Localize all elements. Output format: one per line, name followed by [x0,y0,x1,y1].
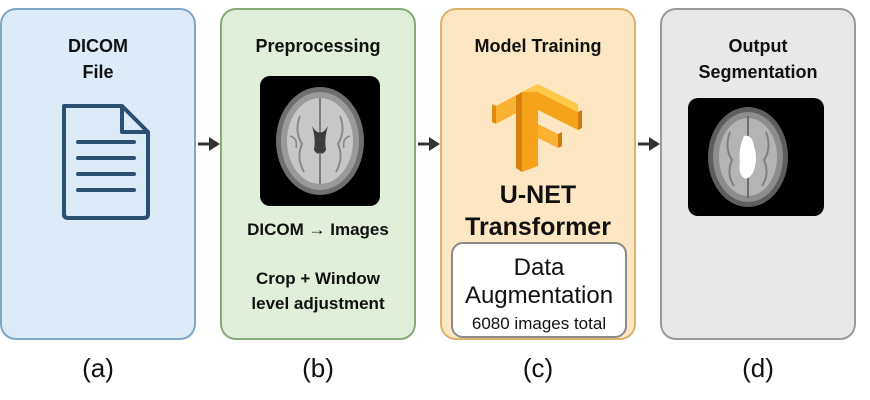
panel-dicom-file: DICOM File [0,8,196,340]
preprocessing-step-crop-line1: Crop + Window [255,269,381,288]
data-augmentation-box: Data Augmentation 6080 images total [451,242,627,338]
dicom-title-line2: File [82,62,114,82]
augmentation-count: 6080 images total [471,314,607,333]
segmented-brain-mri-icon [688,98,824,216]
panel-output-segmentation: Output Segmentation [660,8,856,340]
model-name-line1: U-NET [499,181,577,209]
tensorflow-logo-icon [492,84,582,172]
model-name-line2: Transformer [465,213,611,241]
augmentation-title-line1: Data [513,254,565,281]
dicom-title-line1: DICOM [68,36,128,56]
training-title: Model Training [474,36,602,56]
arrow-right-icon [198,137,220,151]
augmentation-title-line2: Augmentation [464,282,614,309]
panel-label-c: (c) [522,353,554,383]
arrow-right-icon [418,137,440,151]
output-title-line2: Segmentation [698,62,818,82]
output-title-line1: Output [728,36,788,56]
panel-preprocessing: Preprocessing DICOM → Images Crop + Wind… [220,8,416,340]
panel-label-a: (a) [82,353,114,383]
preprocessing-step-convert: DICOM → Images [247,220,389,239]
preprocessing-title: Preprocessing [255,36,381,56]
panel-label-d: (d) [742,353,774,383]
arrow-right-icon [638,137,660,151]
panel-model-training: Model Training U-NET Transformer Data Au… [440,8,636,340]
document-icon [62,104,150,220]
panel-label-b: (b) [302,353,334,383]
preprocessing-step-crop-line2: level adjustment [251,294,385,313]
brain-mri-icon [260,76,380,206]
